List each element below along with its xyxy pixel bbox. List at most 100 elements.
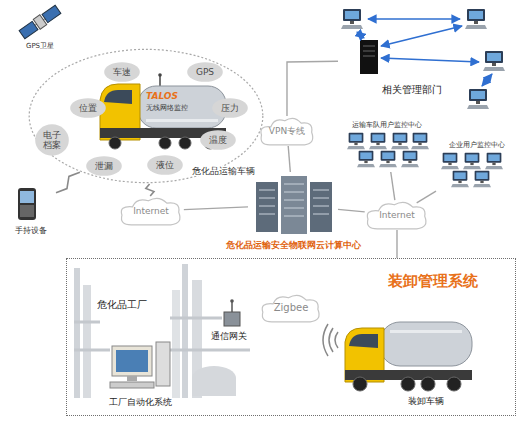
node-label: GPS xyxy=(196,67,214,77)
sensor-bubble: 压力 xyxy=(212,98,248,118)
vehicle-orbit: 危化品运输车辆车速GPS位置压力电子 档案温度泄漏液位 xyxy=(28,48,264,184)
management-network-part xyxy=(360,40,378,74)
network-line xyxy=(396,230,397,258)
loading-truck-part xyxy=(380,322,472,366)
management-network-part-part xyxy=(381,26,462,46)
bubble-shape xyxy=(212,98,248,118)
network-cloud: Zigbee xyxy=(259,293,323,323)
node-label: 泄漏 xyxy=(95,161,113,171)
gps-satellite-part xyxy=(19,21,38,38)
fleet-computers-part xyxy=(411,133,429,149)
management-network-part-part xyxy=(381,58,479,62)
management-network-part xyxy=(341,9,363,29)
satellite-label: GPS卫星 xyxy=(18,42,62,50)
enterprise-monitor-center: 企业用户监控中心 xyxy=(436,140,518,192)
tanker-truck-part xyxy=(159,137,171,149)
node-label: 手持设备 xyxy=(6,226,56,235)
network-cloud: Internet xyxy=(118,196,184,226)
management-network-part xyxy=(465,9,487,29)
tanker-truck-part xyxy=(179,137,191,149)
network-line xyxy=(391,172,395,200)
wireless-waves xyxy=(323,324,338,356)
gps-satellite-part xyxy=(42,5,61,22)
factory-computer-part xyxy=(112,346,152,376)
tanker-truck-part xyxy=(158,73,162,77)
management-network-part xyxy=(363,46,375,56)
cloud-computing-center: 危化品运输安全物联网云计算中心 xyxy=(248,172,338,238)
tanker-truck-part xyxy=(146,119,218,122)
tanker-truck-part xyxy=(109,137,121,149)
handheld-icon-part xyxy=(20,205,34,217)
fleet-computers-part xyxy=(357,151,375,167)
enterprise-computers-part xyxy=(485,153,503,169)
node-label: VPN专线 xyxy=(269,126,305,136)
enterprise-computers-part xyxy=(473,171,491,187)
management-network-part xyxy=(483,51,505,71)
node-label: 车速 xyxy=(113,67,131,77)
network-line xyxy=(338,209,365,212)
management-network-part-part xyxy=(482,74,492,86)
system-label: 工厂自动化系统 xyxy=(100,397,180,407)
gateway-device xyxy=(224,299,240,326)
sensor-bubble: 泄漏 xyxy=(86,156,122,176)
cloud-shape xyxy=(367,202,426,229)
gps-satellite xyxy=(19,4,62,39)
factory xyxy=(74,264,250,398)
factory-computer-part xyxy=(127,376,137,381)
factory-computer-part xyxy=(156,342,170,386)
management-department: 相关管理部门 xyxy=(338,8,508,112)
cloud-shape xyxy=(121,198,180,225)
sensor-bubble: 液位 xyxy=(147,155,183,175)
node-label: 电子 档案 xyxy=(42,130,62,151)
sensor-bubble: 温度 xyxy=(200,130,236,150)
bubble-shape xyxy=(70,98,106,118)
loading-truck-part xyxy=(421,377,435,391)
truck-label: 装卸车辆 xyxy=(400,396,452,406)
gps-satellite-part xyxy=(33,15,46,29)
sensor-bubble: 位置 xyxy=(70,98,106,118)
handheld-icon xyxy=(18,188,36,220)
bubble-shape xyxy=(35,124,69,155)
server-rack xyxy=(256,176,332,234)
handheld-icon-part xyxy=(18,188,36,220)
management-network-part xyxy=(357,19,492,86)
node-label: 温度 xyxy=(209,135,227,145)
gateway-device-part xyxy=(231,302,233,312)
enterprise-computers-part xyxy=(441,153,459,169)
fleet-computers-part xyxy=(391,133,409,149)
loading-truck-part xyxy=(390,330,462,333)
loading-truck-part xyxy=(349,334,378,348)
orbit-shape xyxy=(29,49,263,182)
network-line xyxy=(184,207,248,210)
handheld-icon-part xyxy=(20,191,34,203)
sensor-bubble: 电子 档案 xyxy=(35,124,69,156)
network-line xyxy=(288,146,290,172)
node-label: Zigbee xyxy=(274,302,309,314)
wireless-link xyxy=(56,172,80,192)
gateway-label: 通信网关 xyxy=(206,331,252,341)
fleet-monitor-center: 运输车队用户监控中心 xyxy=(344,120,430,172)
cloud-shape xyxy=(261,118,313,145)
network-line xyxy=(287,61,338,116)
factory-computer-part xyxy=(110,382,154,388)
server-rack-part xyxy=(259,184,329,216)
node-label: 装卸管理系统 xyxy=(371,273,495,290)
fleet-computers xyxy=(347,133,429,167)
wireless-waves-part xyxy=(329,328,333,352)
node-label: 运输车队用户监控中心 xyxy=(344,121,430,129)
factory-computer-part xyxy=(116,350,148,372)
wireless-link xyxy=(146,184,154,196)
gateway-device-part xyxy=(224,312,240,326)
tanker-truck-part xyxy=(159,76,161,86)
sensor-bubble: 车速 xyxy=(104,62,140,82)
fleet-computers-part xyxy=(401,151,419,167)
fleet-computers-part xyxy=(379,151,397,167)
enterprise-computers xyxy=(441,153,503,187)
management-network-part xyxy=(467,89,489,109)
loading-system-frame: 装卸管理系统 Zigbee xyxy=(66,258,516,416)
wireless-waves-part xyxy=(323,324,328,356)
